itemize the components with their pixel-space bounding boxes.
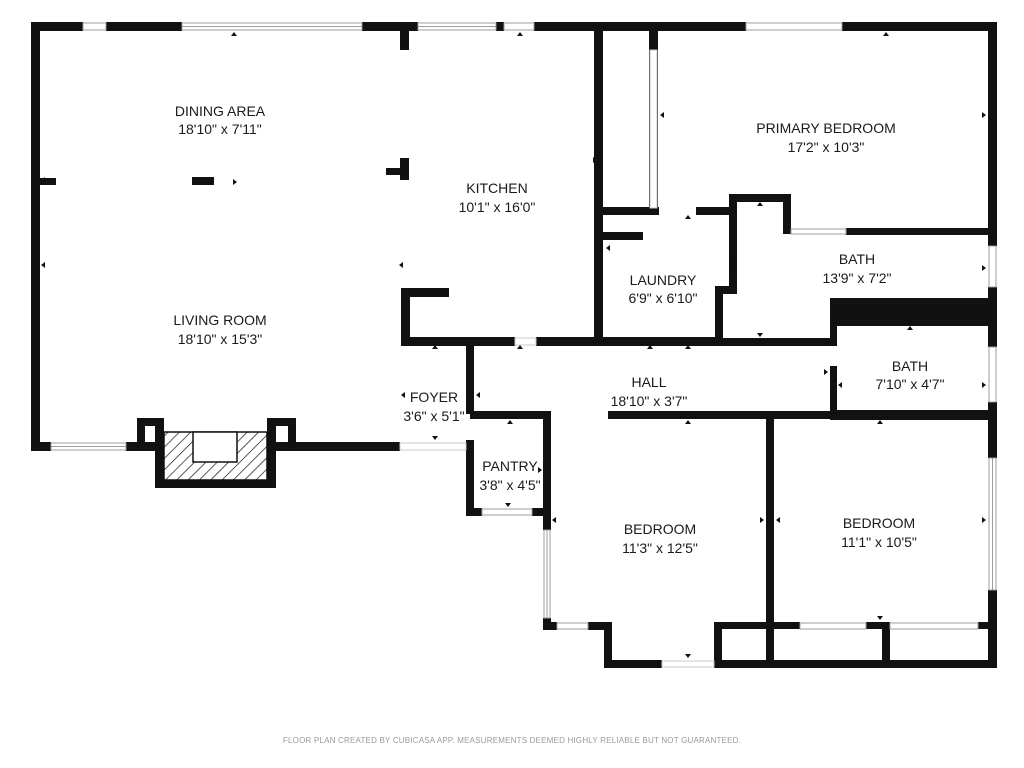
room-dimensions-pantry: 3'8" x 4'5" [479, 477, 540, 493]
room-label-living-room: LIVING ROOM 18'10" x 15'3" [173, 312, 266, 347]
room-name-living-room: LIVING ROOM [173, 312, 266, 328]
room-name-hall: HALL [631, 374, 666, 390]
room-dimensions-foyer: 3'6" x 5'1" [403, 408, 464, 424]
room-name-bedroom-2: BEDROOM [843, 515, 915, 531]
walls [31, 22, 997, 668]
room-name-dining-area: DINING AREA [175, 103, 266, 119]
room-label-laundry: LAUNDRY 6'9" x 6'10" [629, 272, 698, 306]
room-dimensions-bedroom-2: 11'1" x 10'5" [841, 534, 917, 550]
room-name-foyer: FOYER [410, 389, 458, 405]
room-name-kitchen: KITCHEN [466, 180, 527, 196]
room-label-kitchen: KITCHEN 10'1" x 16'0" [459, 180, 536, 215]
room-dimensions-bedroom-1: 11'3" x 12'5" [622, 540, 698, 556]
room-label-foyer: FOYER 3'6" x 5'1" [403, 389, 464, 424]
room-label-bedroom-2: BEDROOM 11'1" x 10'5" [841, 515, 917, 550]
room-label-hall: HALL 18'10" x 3'7" [611, 374, 688, 409]
room-name-laundry: LAUNDRY [630, 272, 697, 288]
room-name-primary-bedroom: PRIMARY BEDROOM [756, 120, 896, 136]
room-label-bath-upper: BATH 13'9" x 7'2" [823, 251, 892, 286]
room-label-dining-area: DINING AREA 18'10" x 7'11" [175, 103, 266, 137]
room-name-bath-lower: BATH [892, 358, 928, 374]
fireplace [163, 431, 268, 481]
room-label-pantry: PANTRY 3'8" x 4'5" [479, 458, 540, 493]
room-dimensions-living-room: 18'10" x 15'3" [178, 331, 263, 347]
room-dimensions-hall: 18'10" x 3'7" [611, 393, 688, 409]
room-dimensions-laundry: 6'9" x 6'10" [629, 290, 698, 306]
room-dimensions-bath-upper: 13'9" x 7'2" [823, 270, 892, 286]
room-label-bedroom-1: BEDROOM 11'3" x 12'5" [622, 521, 698, 556]
room-dimensions-primary-bedroom: 17'2" x 10'3" [788, 139, 865, 155]
room-label-primary-bedroom: PRIMARY BEDROOM 17'2" x 10'3" [756, 120, 896, 155]
room-name-bath-upper: BATH [839, 251, 875, 267]
disclaimer-footer: FLOOR PLAN CREATED BY CUBICASA APP. MEAS… [282, 736, 742, 745]
room-label-bath-lower: BATH 7'10" x 4'7" [876, 358, 945, 392]
room-name-bedroom-1: BEDROOM [624, 521, 696, 537]
room-dimensions-dining-area: 18'10" x 7'11" [178, 121, 262, 137]
room-dimensions-kitchen: 10'1" x 16'0" [459, 199, 536, 215]
room-name-pantry: PANTRY [482, 458, 538, 474]
opening-markers [41, 32, 986, 658]
room-dimensions-bath-lower: 7'10" x 4'7" [876, 376, 945, 392]
windows [50, 22, 997, 668]
